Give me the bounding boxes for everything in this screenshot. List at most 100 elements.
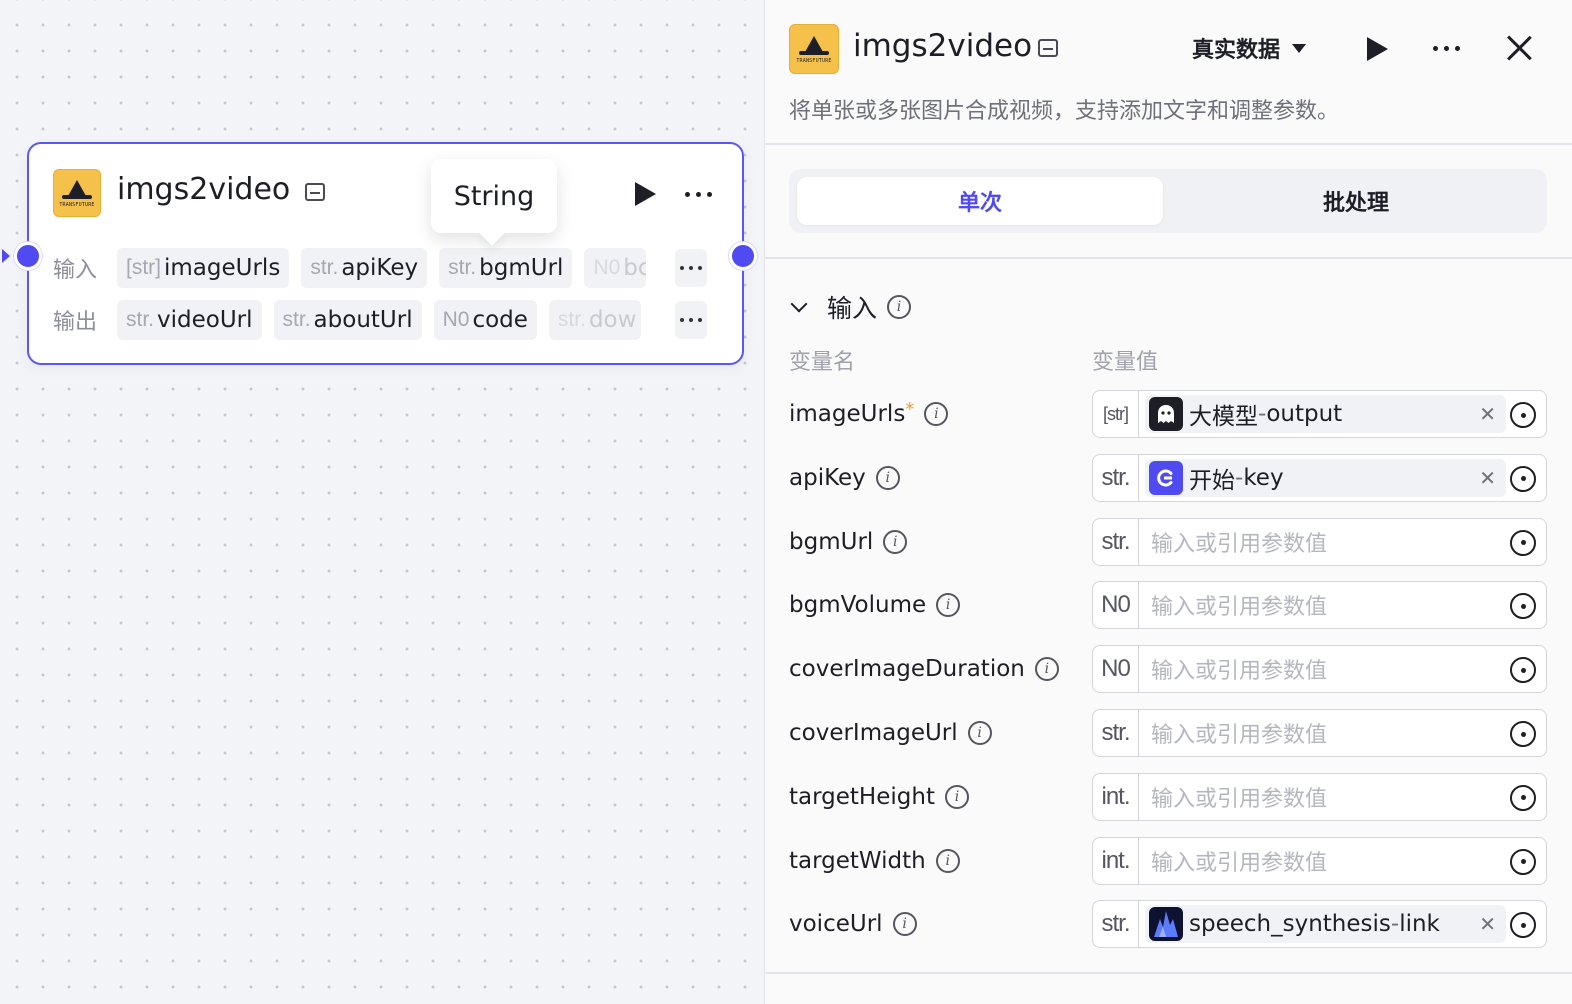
workflow-node[interactable]: TRANSFUTURE imgs2video 输入 [str]imageUrls… bbox=[2, 142, 757, 365]
type-badge: N0 bbox=[1093, 582, 1139, 629]
output-tag-abouturl[interactable]: str.aboutUrl bbox=[273, 300, 422, 340]
param-value-input[interactable]: 输入或引用参数值 bbox=[1151, 850, 1328, 876]
section-title: 输入 bbox=[827, 294, 878, 323]
more-icon[interactable] bbox=[1433, 46, 1460, 51]
chevron-down-icon[interactable] bbox=[790, 295, 808, 313]
info-icon[interactable]: i bbox=[892, 912, 917, 937]
param-row-voiceurl: voiceUrl i str.speech_synthesis - link✕ bbox=[789, 900, 1547, 949]
param-name-text: voiceUrl bbox=[789, 911, 883, 938]
info-icon[interactable]: i bbox=[936, 593, 961, 618]
outputs-more-button[interactable] bbox=[675, 301, 707, 339]
remove-reference-icon[interactable]: ✕ bbox=[1479, 402, 1496, 426]
run-play-icon[interactable] bbox=[1367, 37, 1388, 61]
caret-down-icon bbox=[1292, 43, 1307, 53]
param-value-field[interactable]: str.speech_synthesis - link✕ bbox=[1092, 900, 1547, 949]
param-value-field[interactable]: [str]大模型 - output✕ bbox=[1092, 390, 1547, 438]
tag-name: dow bbox=[588, 307, 637, 333]
param-name-text: apiKey bbox=[789, 464, 866, 491]
info-icon[interactable]: i bbox=[875, 465, 900, 490]
input-section-header[interactable]: 输入 i bbox=[790, 289, 912, 325]
input-port-arrow-icon bbox=[2, 249, 10, 263]
type-label: str. bbox=[310, 256, 339, 279]
type-label: str. bbox=[557, 308, 586, 331]
info-icon[interactable]: i bbox=[883, 529, 908, 554]
data-mode-dropdown[interactable]: 真实数据 bbox=[1192, 32, 1307, 64]
ref-source: 开始 bbox=[1189, 467, 1235, 494]
info-icon[interactable]: i bbox=[944, 784, 969, 809]
param-value-input[interactable]: 输入或引用参数值 bbox=[1151, 786, 1328, 812]
tag-name: imageUrls bbox=[164, 255, 281, 281]
divider bbox=[765, 972, 1572, 974]
info-icon[interactable]: i bbox=[924, 402, 949, 426]
type-badge: int. bbox=[1093, 837, 1139, 884]
param-value-field[interactable]: int. 输入或引用参数值 bbox=[1092, 836, 1547, 885]
panel-title: imgs2video bbox=[853, 28, 1033, 64]
param-value-field[interactable]: str.开始 - key✕ bbox=[1092, 453, 1547, 502]
param-value-field[interactable]: int. 输入或引用参数值 bbox=[1092, 772, 1547, 821]
close-icon[interactable] bbox=[1505, 34, 1533, 62]
column-header-name: 变量名 bbox=[789, 350, 856, 375]
param-value-field[interactable]: str.输入或引用参数值 bbox=[1092, 517, 1547, 566]
tab-batch[interactable]: 批处理 bbox=[1322, 191, 1389, 216]
output-port[interactable] bbox=[729, 242, 757, 270]
param-value-input[interactable]: 输入或引用参数值 bbox=[1151, 659, 1328, 685]
variable-reference-icon[interactable] bbox=[1510, 465, 1536, 492]
output-tag-videourl[interactable]: str.videoUrl bbox=[117, 300, 262, 340]
info-icon[interactable]: i bbox=[935, 848, 960, 873]
param-value-input[interactable]: 输入或引用参数值 bbox=[1151, 595, 1328, 621]
tab-single[interactable]: 单次 bbox=[797, 177, 1163, 225]
variable-reference-icon[interactable] bbox=[1510, 593, 1536, 620]
variable-reference-icon[interactable] bbox=[1510, 848, 1536, 875]
variable-reference-icon[interactable] bbox=[1510, 402, 1536, 428]
tag-name: apiKey bbox=[341, 255, 419, 281]
param-reference-chip[interactable]: 大模型 - output✕ bbox=[1145, 395, 1506, 433]
param-reference-chip[interactable]: speech_synthesis - link✕ bbox=[1145, 905, 1506, 944]
param-value-input[interactable]: 输入或引用参数值 bbox=[1151, 531, 1328, 557]
inputs-more-button[interactable] bbox=[675, 249, 707, 287]
info-icon[interactable]: i bbox=[967, 721, 992, 745]
input-port[interactable] bbox=[14, 242, 42, 270]
ref-separator: - bbox=[1390, 911, 1400, 938]
param-value-field[interactable]: N0 输入或引用参数值 bbox=[1092, 581, 1547, 630]
ref-field: key bbox=[1243, 464, 1284, 491]
ref-source: speech_synthesis bbox=[1189, 911, 1391, 938]
divider bbox=[765, 143, 1572, 145]
type-badge: int. bbox=[1093, 773, 1139, 820]
variable-reference-icon[interactable] bbox=[1510, 784, 1536, 811]
info-icon[interactable]: i bbox=[1034, 657, 1059, 682]
input-tag-apikey[interactable]: str.apiKey bbox=[301, 248, 428, 288]
param-name: voiceUrl i bbox=[789, 900, 917, 948]
variable-reference-icon[interactable] bbox=[1510, 657, 1536, 684]
node-more-icon[interactable] bbox=[685, 192, 712, 197]
variable-reference-icon[interactable] bbox=[1510, 529, 1536, 556]
data-mode-label: 真实数据 bbox=[1192, 38, 1281, 63]
store-icon bbox=[305, 183, 325, 201]
param-name: imageUrls*i bbox=[789, 390, 949, 438]
input-label: 输入 bbox=[53, 258, 98, 283]
input-tag-imageurls[interactable]: [str]imageUrls bbox=[117, 248, 290, 288]
remove-reference-icon[interactable]: ✕ bbox=[1479, 465, 1496, 490]
input-tag-bgmurl[interactable]: str.bgmUrl bbox=[439, 248, 573, 288]
param-reference-chip[interactable]: 开始 - key✕ bbox=[1145, 458, 1506, 497]
output-label: 输出 bbox=[53, 310, 98, 335]
param-value-field[interactable]: str.输入或引用参数值 bbox=[1092, 709, 1547, 757]
param-name-text: targetHeight bbox=[789, 783, 935, 810]
variable-reference-icon[interactable] bbox=[1510, 721, 1536, 747]
run-node-play-icon[interactable] bbox=[635, 182, 656, 206]
info-icon[interactable]: i bbox=[887, 295, 912, 319]
type-label: [str] bbox=[126, 256, 161, 279]
output-tag-truncated[interactable]: str.dow bbox=[548, 300, 641, 340]
remove-reference-icon[interactable]: ✕ bbox=[1479, 912, 1496, 937]
workflow-canvas[interactable]: TRANSFUTURE imgs2video 输入 [str]imageUrls… bbox=[0, 0, 764, 1004]
param-value-input[interactable]: 输入或引用参数值 bbox=[1151, 723, 1328, 748]
variable-reference-icon[interactable] bbox=[1510, 912, 1536, 939]
